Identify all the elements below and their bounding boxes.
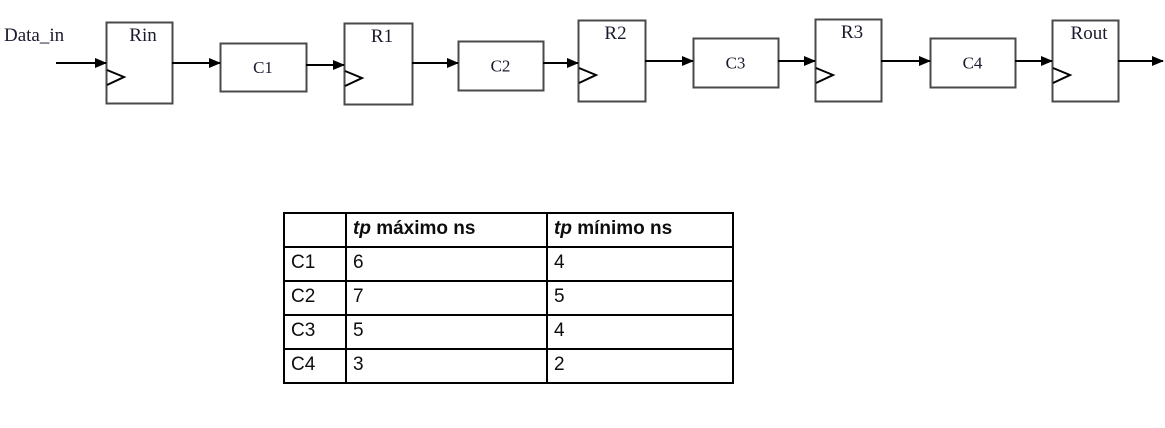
block-label-c1: C1 — [253, 58, 273, 77]
cell-tp-min-c1: 4 — [546, 246, 734, 282]
cell-tp-min-c2: 5 — [546, 280, 734, 316]
block-outline-r1 — [343, 22, 414, 106]
tp-symbol-max: tp — [353, 218, 371, 239]
cell-tp-min-c3: 4 — [546, 314, 734, 350]
cell-tp-max-c1: 6 — [345, 246, 548, 282]
clock-triangle-r2 — [578, 67, 599, 84]
clock-triangle-rout — [1052, 67, 1073, 84]
data-in-label: Data_in — [4, 25, 65, 46]
block-outline-c3 — [692, 37, 780, 89]
block-r3: R3 — [814, 18, 883, 103]
block-r2: R2 — [577, 19, 647, 103]
row-label-c3: C3 — [283, 314, 347, 350]
table-corner-cell — [283, 212, 347, 248]
block-label-r2: R2 — [604, 23, 626, 44]
block-c4: C4 — [929, 37, 1017, 89]
block-label-r1: R1 — [371, 26, 393, 47]
block-rout: Rout — [1051, 19, 1120, 103]
block-c3: C3 — [692, 37, 780, 89]
clock-triangle-r1 — [344, 70, 365, 87]
table-header-row: tp máximo ns tp mínimo ns — [283, 212, 734, 248]
cell-tp-max-c3: 5 — [345, 314, 548, 350]
column-header-tp-maximo: tp máximo ns — [345, 212, 548, 248]
block-label-rout: Rout — [1071, 23, 1109, 44]
cell-tp-min-c4: 2 — [546, 348, 734, 384]
block-label-c2: C2 — [491, 57, 511, 76]
tp-min-unit: mínimo ns — [571, 218, 673, 239]
clock-triangle-rin — [106, 69, 127, 86]
block-label-c4: C4 — [963, 54, 983, 73]
row-label-c2: C2 — [283, 280, 347, 316]
block-label-r3: R3 — [841, 22, 863, 43]
block-label-c3: C3 — [726, 54, 746, 73]
block-c2: C2 — [457, 40, 545, 92]
cell-tp-max-c4: 3 — [345, 348, 548, 384]
block-c1: C1 — [219, 42, 308, 93]
block-label-rin: Rin — [129, 25, 157, 46]
cell-tp-max-c2: 7 — [345, 280, 548, 316]
block-outline-c4 — [929, 37, 1017, 89]
row-label-c4: C4 — [283, 348, 347, 384]
table-header: tp máximo ns tp mínimo ns — [283, 212, 734, 248]
clock-triangle-r3 — [815, 67, 836, 84]
row-label-c1: C1 — [283, 246, 347, 282]
tp-max-unit: máximo ns — [370, 218, 476, 239]
block-r1: R1 — [343, 22, 414, 106]
column-header-tp-minimo: tp mínimo ns — [546, 212, 734, 248]
block-rin: Rin — [105, 21, 174, 105]
tp-symbol-min: tp — [554, 218, 572, 239]
